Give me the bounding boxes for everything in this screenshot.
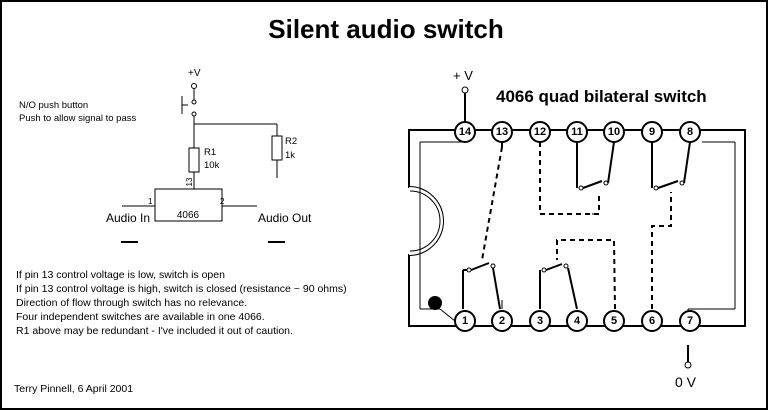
pin-number: 5	[611, 315, 617, 327]
pin-circle	[529, 310, 551, 332]
r1-label: R1	[204, 147, 216, 158]
pin-circle	[679, 310, 701, 332]
top-pin-13: 13	[491, 121, 513, 143]
top-pin-14: 14	[454, 121, 476, 143]
bottom-pin-row: 1 2 3 4 5 6 7	[454, 310, 701, 332]
top-pin-10: 10	[603, 121, 625, 143]
pin-circle	[603, 121, 625, 143]
pin-circle	[566, 310, 588, 332]
ic-4066-box	[154, 188, 223, 222]
ic-label: 4066	[177, 210, 200, 221]
pin-circle	[491, 310, 513, 332]
top-pin-12: 12	[529, 121, 551, 143]
r2-value: 1k	[285, 150, 295, 161]
chip-title: 4066 quad bilateral switch	[496, 87, 707, 106]
note-line: If pin 13 control voltage is high, switc…	[16, 283, 347, 295]
pin-circle	[603, 310, 625, 332]
notes-list: If pin 13 control voltage is low, switch…	[16, 268, 347, 338]
button-note: Push to allow signal to pass	[19, 113, 136, 124]
pin-circle	[454, 121, 476, 143]
pin-number: 13	[496, 126, 508, 138]
pin-circle	[454, 310, 476, 332]
bottom-pin-6: 6	[641, 310, 663, 332]
audio-out-label: Audio Out	[258, 211, 312, 225]
pin-circle	[641, 121, 663, 143]
pin-circle	[679, 121, 701, 143]
pin1-label: 1	[148, 197, 153, 206]
bottom-pin-3: 3	[529, 310, 551, 332]
bottom-pin-7: 7	[679, 310, 701, 332]
top-pin-row: 14 13 12 11 10 9 8	[454, 121, 701, 143]
button-contact-top	[191, 99, 197, 105]
note-line: Direction of flow through switch has no …	[16, 297, 248, 309]
page-title: Silent audio switch	[268, 14, 504, 44]
pin-number: 11	[571, 126, 583, 138]
r1-value: 10k	[204, 160, 220, 171]
pin-number: 1	[462, 315, 468, 327]
pin-number: 10	[608, 126, 620, 138]
pin-number: 12	[534, 126, 546, 138]
pin13-label: 13	[185, 177, 194, 186]
vplus-terminal-left	[191, 83, 197, 89]
r2-label: R2	[285, 136, 297, 147]
bottom-pin-1: 1	[454, 310, 476, 332]
pin-number: 3	[537, 315, 543, 327]
top-pin-9: 9	[641, 121, 663, 143]
button-contact-bottom	[191, 111, 197, 117]
ground-terminal	[684, 361, 692, 369]
pin-circle	[529, 121, 551, 143]
pin2-label: 2	[220, 197, 225, 206]
pin-number: 4	[574, 315, 581, 327]
chip-vplus-terminal	[461, 86, 469, 94]
top-pin-8: 8	[679, 121, 701, 143]
pin-number: 14	[459, 126, 472, 138]
pin1-index-dot	[428, 296, 442, 310]
bottom-pin-5: 5	[603, 310, 625, 332]
r1-resistor	[188, 147, 200, 173]
r2-resistor	[271, 135, 283, 161]
ground-label: 0 V	[675, 374, 697, 390]
pin-number: 6	[649, 315, 655, 327]
top-pin-11: 11	[566, 121, 588, 143]
pin-number: 8	[687, 126, 693, 138]
note-line: Four independent switches are available …	[16, 311, 265, 323]
chip-vplus-label: + V	[453, 68, 473, 83]
button-label: N/O push button	[19, 100, 88, 111]
pin-circle	[566, 121, 588, 143]
left-circuit: +V N/O push button Push to allow signal …	[19, 68, 312, 243]
vplus-label-left: +V	[188, 68, 201, 79]
pin-circle	[641, 310, 663, 332]
audio-in-label: Audio In	[106, 211, 150, 225]
pin-circle	[491, 121, 513, 143]
bottom-pin-4: 4	[566, 310, 588, 332]
pin-number: 2	[499, 315, 505, 327]
chip-diagram: 4066 quad bilateral switch + V	[408, 68, 746, 390]
note-line: If pin 13 control voltage is low, switch…	[16, 269, 225, 281]
credit-line: Terry Pinnell, 6 April 2001	[14, 383, 134, 395]
pin-number: 7	[687, 315, 693, 327]
note-line: R1 above may be redundant - I've include…	[16, 325, 293, 337]
pin-number: 9	[649, 126, 655, 138]
bottom-pin-2: 2	[491, 310, 513, 332]
